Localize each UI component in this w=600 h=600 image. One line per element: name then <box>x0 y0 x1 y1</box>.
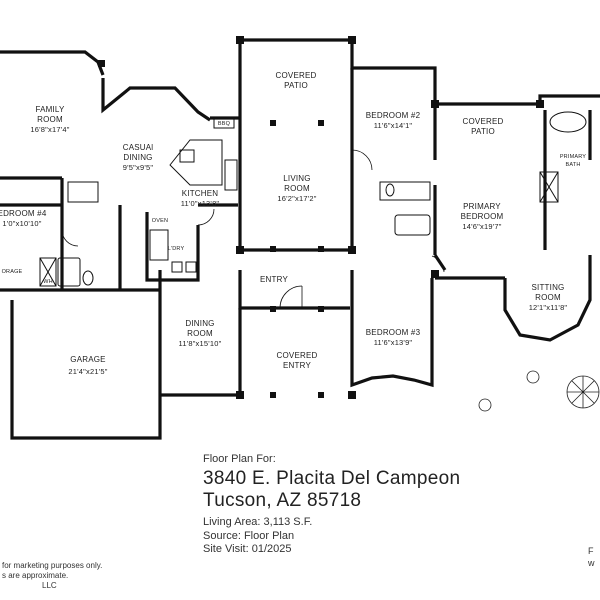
storage-label: ORAGE <box>2 269 23 275</box>
site-visit: Site Visit: 01/2025 <box>203 543 292 555</box>
bbq-label: BBQ <box>218 121 231 127</box>
brand-line1: F <box>588 546 594 556</box>
bedroom4-dims: 1'0"x10'10" <box>2 219 41 228</box>
bedroom3-name: BEDROOM #3 <box>366 328 421 337</box>
fixtures <box>39 111 587 287</box>
bedroom3-dims: 11'6"x13'9" <box>374 338 413 347</box>
oven-label: OVEN <box>152 218 168 224</box>
address-line2: Tucson, AZ 85718 <box>203 490 362 511</box>
doors <box>61 149 445 309</box>
sitting-room-dims: 12'1"x11'8" <box>529 303 568 312</box>
brand-line2: w <box>588 558 595 568</box>
casual-dining-dims: 9'5"x9'5" <box>123 163 154 172</box>
casual-dining-name2: DINING <box>123 153 152 162</box>
bedroom4-name: EDROOM #4 <box>0 209 47 218</box>
dining-room-dims: 11'8"x15'10" <box>179 339 222 348</box>
disclaimer-line2: s are approximate. <box>2 571 69 580</box>
living-room-dims: 16'2"x17'2" <box>277 194 316 203</box>
primary-bath-name: PRIMARY <box>560 154 586 160</box>
wh-label: WH <box>43 279 53 285</box>
family-room-name2: ROOM <box>37 115 63 124</box>
primary-bedroom-name: PRIMARY <box>463 202 501 211</box>
covered-patio-top-name2: PATIO <box>284 81 308 90</box>
primary-bedroom-name2: BEDROOM <box>461 212 504 221</box>
bedroom2-dims: 11'6"x14'1" <box>374 121 413 130</box>
source: Source: Floor Plan <box>203 529 295 542</box>
covered-patio-right-name2: PATIO <box>471 127 495 136</box>
floor-plan-for-label: Floor Plan For: <box>203 453 276 465</box>
sitting-room-name2: ROOM <box>535 293 561 302</box>
covered-entry-name: COVERED <box>277 351 318 360</box>
brand-mark: F w <box>588 545 600 569</box>
casual-dining-name: CASUAl <box>123 143 154 152</box>
exterior-walls <box>0 38 600 440</box>
property-info: Floor Plan For: 3840 E. Placita Del Camp… <box>203 453 563 557</box>
living-room-name2: ROOM <box>284 184 310 193</box>
entry-name: ENTRY <box>260 275 288 284</box>
dining-room-name2: ROOM <box>187 329 213 338</box>
columns <box>98 36 544 399</box>
sitting-room-name: SITTING <box>532 283 565 292</box>
family-room-dims: 16'8"x17'4" <box>30 125 69 134</box>
disclaimer: for marketing purposes only. s are appro… <box>2 561 103 591</box>
address-line1: 3840 E. Placita Del Campeon <box>203 468 461 489</box>
garage-name: GARAGE <box>70 355 105 364</box>
room-labels: FAMILY ROOM 16'8"x17'4" COVERED PATIO BE… <box>0 71 586 376</box>
covered-patio-top-name: COVERED <box>276 71 317 80</box>
disclaimer-line3: LLC <box>42 581 57 590</box>
kitchen-dims: 11'0"x13'8" <box>181 199 220 208</box>
disclaimer-line1: for marketing purposes only. <box>2 561 103 570</box>
living-area: Living Area: 3,113 S.F. <box>203 516 313 528</box>
primary-bath-name2: BATH <box>565 162 580 168</box>
dining-room-name: DINING <box>185 319 214 328</box>
covered-entry-name2: ENTRY <box>283 361 311 370</box>
family-room-name: FAMILY <box>35 105 65 114</box>
kitchen-name: KITCHEN <box>182 189 219 198</box>
living-room-name: LIVING <box>283 174 310 183</box>
garage-dims: 21'4"x21'5" <box>68 367 107 376</box>
bedroom2-name: BEDROOM #2 <box>366 111 421 120</box>
primary-bedroom-dims: 14'6"x19'7" <box>462 222 501 231</box>
laundry-label: L'DRY <box>168 246 185 252</box>
floor-plan: FAMILY ROOM 16'8"x17'4" COVERED PATIO BE… <box>0 36 600 440</box>
kitchen-island <box>169 117 238 191</box>
covered-patio-right-name: COVERED <box>463 117 504 126</box>
landscaping <box>478 370 600 412</box>
